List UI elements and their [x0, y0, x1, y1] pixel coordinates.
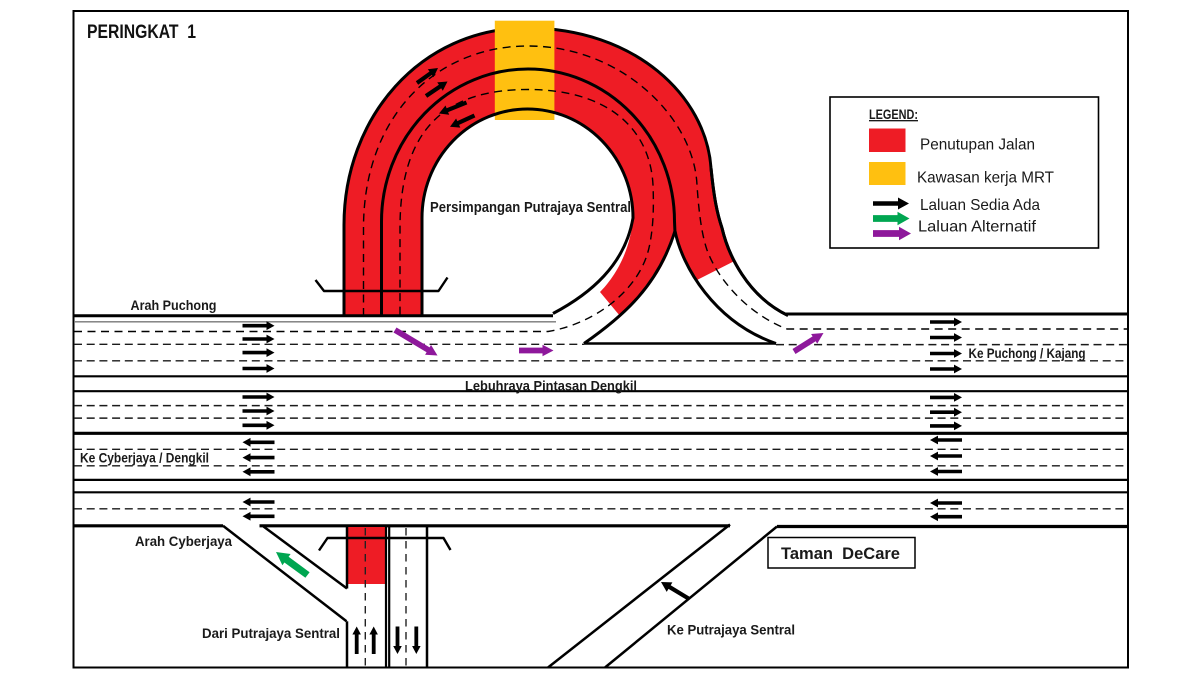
svg-text:LEGEND:: LEGEND: [869, 107, 918, 122]
svg-text:Penutupan Jalan: Penutupan Jalan [920, 137, 1035, 154]
svg-text:Arah Cyberjaya: Arah Cyberjaya [135, 533, 232, 549]
svg-text:Lebuhraya Pintasan Dengkil: Lebuhraya Pintasan Dengkil [465, 378, 637, 394]
svg-text:Dari Putrajaya Sentral: Dari Putrajaya Sentral [202, 625, 340, 641]
svg-text:Laluan Sedia Ada: Laluan Sedia Ada [920, 197, 1040, 214]
svg-text:Ke Puchong / Kajang: Ke Puchong / Kajang [969, 345, 1086, 361]
svg-text:Ke Putrajaya Sentral: Ke Putrajaya Sentral [667, 622, 795, 638]
svg-text:Laluan Alternatif: Laluan Alternatif [918, 219, 1037, 236]
svg-text:Arah Puchong: Arah Puchong [131, 297, 217, 313]
svg-text:Taman DeCare: Taman DeCare [781, 545, 900, 563]
svg-text:Kawasan kerja MRT: Kawasan kerja MRT [917, 170, 1054, 187]
svg-text:Persimpangan Putrajaya Sentral: Persimpangan Putrajaya Sentral [430, 200, 631, 216]
svg-text:Ke Cyberjaya / Dengkil: Ke Cyberjaya / Dengkil [80, 450, 209, 466]
svg-text:PERINGKAT 1: PERINGKAT 1 [87, 22, 196, 43]
